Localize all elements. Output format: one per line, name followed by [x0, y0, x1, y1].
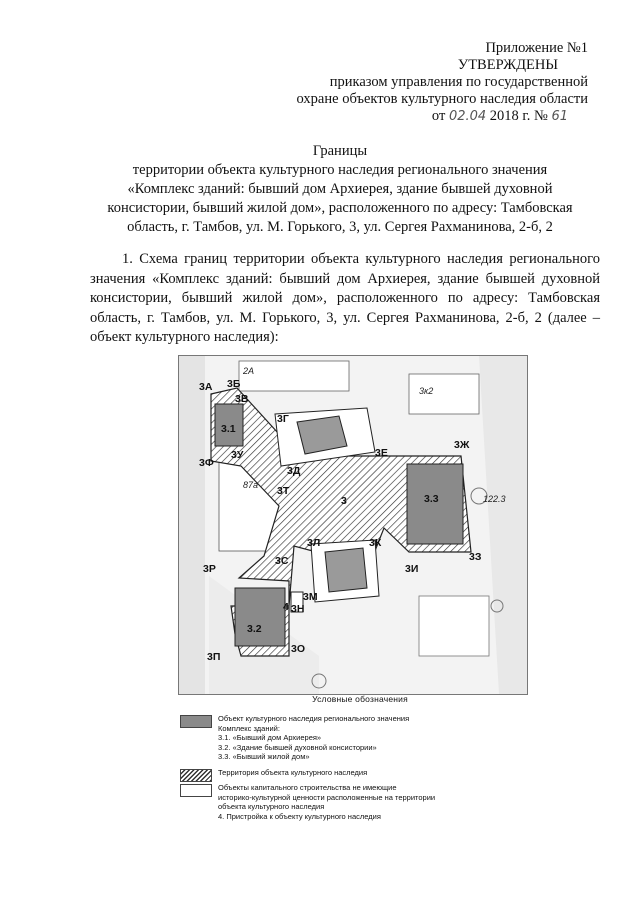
point-3Z: 3З [469, 551, 482, 563]
point-3D: 3Д [287, 465, 301, 477]
legend-title: Условные обозначения [312, 694, 408, 704]
date-suffix: 2018 г. № [489, 108, 548, 124]
swatch-heritage [180, 715, 212, 728]
number-handwritten: 61 [551, 109, 568, 124]
legend-item-heritage: Объект культурного наследия региональног… [180, 714, 540, 762]
legend-item-territory: Территория объекта культурного наследия [180, 768, 540, 782]
appendix-header: Приложение №1 УТВЕРЖДЕНЫ приказом управл… [248, 40, 588, 125]
object-3-3-shape [406, 463, 464, 545]
paragraph-1: 1. Схема границ территории объекта культ… [90, 250, 600, 348]
point-3V: 3В [235, 393, 249, 405]
point-3S: 3С [275, 555, 289, 567]
point-3Zh: 3Ж [454, 439, 470, 451]
point-3P: 3П [207, 651, 220, 663]
point-3F: 3Ф [199, 457, 214, 469]
label-4: 4 [283, 601, 289, 613]
paragraph-number: 1. [122, 251, 133, 267]
date-handwritten: 02.04 [448, 109, 487, 124]
document-title: Границы территории объекта культурного н… [60, 142, 620, 237]
object-3-1-shape [214, 403, 244, 447]
date-line: от 02.04 2018 г. № 61 [248, 108, 588, 125]
point-3K: 3К [369, 537, 382, 549]
territory-hatch [210, 387, 472, 657]
label-3-3: 3.3 [424, 493, 439, 505]
title-line-5: область, г. Тамбов, ул. М. Горького, 3, … [127, 219, 553, 235]
point-3G: 3Г [277, 413, 289, 425]
title-line-4: консистории, бывший жилой дом», располож… [107, 200, 573, 216]
bldg-2A: 2А [242, 366, 254, 376]
title-line-2: территории объекта культурного наследия … [132, 162, 548, 178]
order-line-1: приказом управления по государственной [329, 74, 588, 90]
approved-label: УТВЕРЖДЕНЫ [457, 57, 558, 73]
point-3E: 3Е [375, 447, 388, 459]
legend-item-nonheritage: Объекты капитального строительства не им… [180, 783, 540, 821]
point-3T: 3Т [277, 485, 290, 497]
appendix-label: Приложение №1 [485, 40, 588, 56]
order-line-2: охране объектов культурного наследия обл… [296, 91, 588, 107]
point-3N: 3Н [291, 603, 304, 615]
bldg-3k2: 3к2 [419, 386, 433, 396]
point-3A: 3А [199, 381, 213, 393]
point-3O: 3О [291, 643, 305, 655]
bldg-122-3: 122.3 [483, 494, 506, 504]
label-3-2: 3.2 [247, 623, 262, 635]
paragraph-text: Схема границ территории объекта культурн… [90, 251, 600, 345]
point-3I: 3И [405, 563, 418, 575]
point-3U: 3У [231, 449, 244, 461]
title-line-1: Границы [312, 143, 368, 159]
point-3R: 3Р [203, 563, 216, 575]
boundary-map-svg: 3А 3Б 3В 3Г 3Е 3Ж 3Ф 3У 3Д 3Т 3Л 3К 3И 3… [179, 356, 527, 694]
bldg-87a: 87а [243, 480, 258, 490]
point-3B: 3Б [227, 378, 241, 390]
boundary-map: 3А 3Б 3В 3Г 3Е 3Ж 3Ф 3У 3Д 3Т 3Л 3К 3И 3… [178, 355, 528, 695]
swatch-territory [180, 768, 212, 782]
point-3M: 3М [303, 591, 318, 603]
swatch-nonheritage [180, 784, 212, 797]
map-legend: Условные обозначения Объект культурного … [180, 694, 540, 827]
object-3-2-shape [234, 587, 286, 647]
title-line-3: «Комплекс зданий: бывший дом Архиерея, з… [127, 181, 553, 197]
label-3-1: 3.1 [221, 423, 236, 435]
label-3: 3 [341, 495, 347, 507]
point-3L: 3Л [307, 537, 320, 549]
date-prefix: от [431, 108, 446, 124]
